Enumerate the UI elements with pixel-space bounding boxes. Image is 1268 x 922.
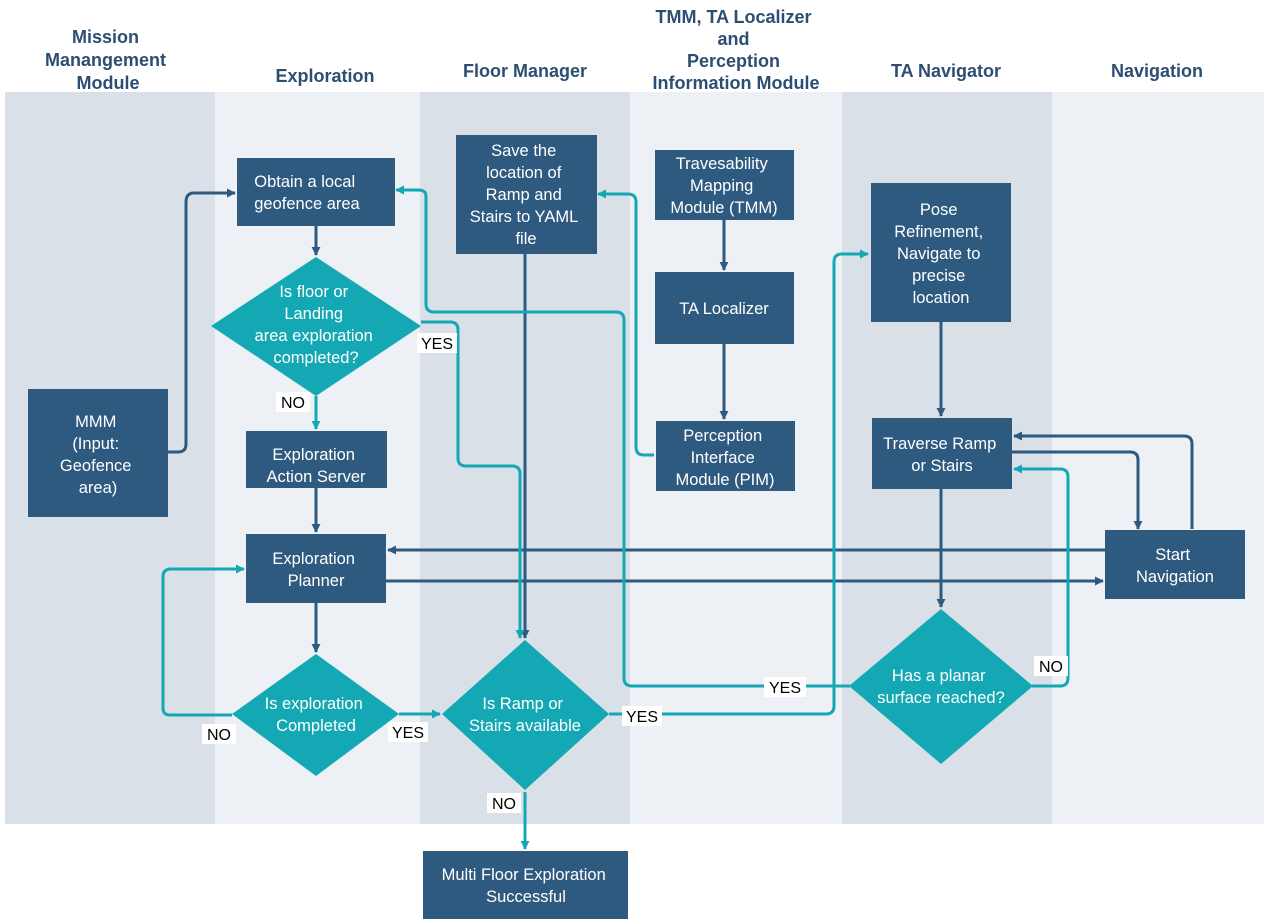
edge-mmm-to-obtain: [168, 188, 236, 454]
lane-navigation-bg: [1052, 92, 1264, 824]
process-nodes: MMM (Input: Geofence area) Obtain a loca…: [28, 135, 1245, 919]
lane-title-mmm: Mission Manangement Module: [45, 27, 171, 93]
decision-planar-surface: Has a planar surface reached?: [849, 609, 1033, 764]
lane-title-tmm: TMM, TA Localizer and Perception Informa…: [653, 7, 820, 93]
node-start-navigation: Start Navigation: [1105, 530, 1245, 599]
svg-text:Exploration Action Ser: Exploration Action Server: [266, 446, 366, 486]
lane-title-floor-manager: Floor Manager: [463, 61, 587, 81]
svg-text:Start Navigation: Start Navigation: [1136, 546, 1214, 586]
svg-text:Exploration Planner: Exploration Planner: [272, 550, 359, 590]
svg-text:YES: YES: [392, 725, 424, 742]
lane-title-navigation: Navigation: [1111, 61, 1203, 81]
svg-text:Is floor or Landing: Is floor or Landing area exploration com…: [255, 283, 378, 367]
edge-pim-to-yaml: [597, 189, 654, 457]
decision-exploration-completed: Is exploration Completed: [232, 654, 399, 776]
svg-text:Pose Refinement,: Pose Refinement, Navigate to precise loc…: [894, 201, 988, 307]
decision-ramp-available: Is Ramp or Stairs available: [442, 640, 609, 790]
decision-floor-explored: Is floor or Landing area exploration com…: [211, 257, 421, 396]
svg-text:Has a planar surface r: Has a planar surface reached?: [877, 667, 1005, 707]
svg-text:Save the location of: Save the location of Ramp and Stairs to …: [470, 142, 583, 248]
node-action-server: Exploration Action Server: [246, 431, 387, 488]
connectors: [161, 185, 1194, 850]
node-multi-floor-success: Multi Floor Exploration Successful: [423, 851, 628, 919]
edge-start-nav-to-traverse: [1013, 431, 1194, 529]
svg-text:YES: YES: [421, 336, 453, 353]
edge-labels: YES NO NO YES YES NO YES NO: [202, 333, 1068, 813]
svg-text:Travesability Mapping: Travesability Mapping Module (TMM): [670, 155, 777, 217]
svg-text:NO: NO: [1039, 659, 1063, 676]
svg-text:Is Ramp or Stairs avai: Is Ramp or Stairs available: [469, 695, 581, 735]
node-obtain-geofence: Obtain a local geofence area: [237, 158, 395, 226]
node-pose-refinement: Pose Refinement, Navigate to precise loc…: [871, 183, 1011, 322]
node-mmm-input: MMM (Input: Geofence area): [28, 389, 168, 517]
lane-title-exploration: Exploration: [275, 66, 374, 86]
label-ramp-yes: YES: [622, 706, 662, 726]
label-floor-yes: YES: [417, 333, 457, 353]
svg-text:Perception Interface: Perception Interface Module (PIM): [675, 427, 774, 489]
lane-titles: Mission Manangement Module Exploration F…: [45, 7, 1203, 93]
edge-planar-yes-to-obtain: [395, 185, 850, 688]
node-save-yaml: Save the location of Ramp and Stairs to …: [456, 135, 597, 254]
svg-text:Is exploration Complet: Is exploration Completed: [265, 695, 368, 735]
edge-floor-yes-to-ramp: [421, 320, 525, 639]
svg-text:NO: NO: [281, 395, 305, 412]
svg-text:Obtain a local geofenc: Obtain a local geofence area: [254, 173, 360, 213]
node-ta-localizer: TA Localizer: [655, 272, 794, 344]
decision-nodes: Is floor or Landing area exploration com…: [211, 257, 1033, 790]
label-floor-no: NO: [276, 392, 310, 412]
label-ramp-no: NO: [487, 793, 521, 813]
svg-text:NO: NO: [207, 727, 231, 744]
label-planar-no: NO: [1034, 656, 1068, 676]
node-traverse: Traverse Ramp or Stairs: [872, 418, 1012, 489]
node-exploration-planner: Exploration Planner: [246, 534, 386, 603]
svg-text:YES: YES: [626, 709, 658, 726]
label-planar-yes: YES: [764, 677, 806, 697]
edge-ramp-yes-to-pose: [609, 249, 869, 716]
svg-text:MMM (Input: Ge: MMM (Input: Geofence area): [60, 413, 136, 497]
node-pim: Perception Interface Module (PIM): [656, 421, 795, 491]
edge-traverse-to-start-nav: [1012, 450, 1143, 530]
label-explore-yes: YES: [388, 722, 428, 742]
label-explore-no: NO: [202, 724, 236, 744]
svg-text:Traverse Ramp or Stair: Traverse Ramp or Stairs: [883, 435, 1001, 475]
svg-text:YES: YES: [769, 680, 801, 697]
lane-title-ta-navigator: TA Navigator: [891, 61, 1001, 81]
svg-text:TA Localizer: TA Localizer: [679, 300, 769, 318]
svg-text:NO: NO: [492, 796, 516, 813]
node-tmm: Travesability Mapping Module (TMM): [655, 150, 794, 220]
edge-explore-no-to-planner: [161, 564, 245, 717]
edge-planar-no-to-traverse: [1013, 464, 1070, 688]
svg-text:Multi Floor Exploration: Multi Floor Exploration Successful: [442, 866, 611, 906]
